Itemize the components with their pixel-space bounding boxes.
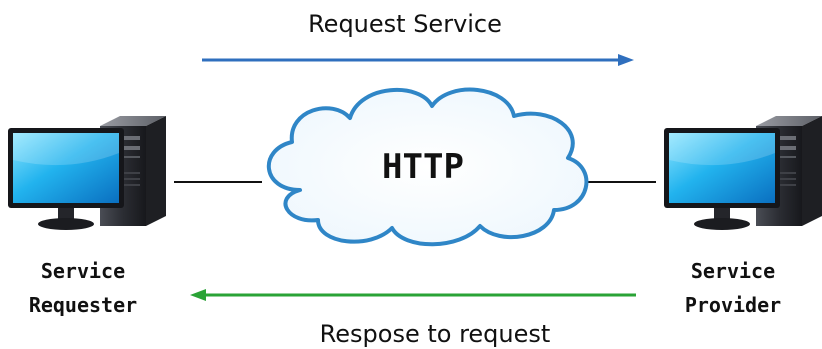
request-service-label: Request Service: [308, 10, 502, 38]
requester-computer-icon: [8, 116, 166, 230]
http-label: HTTP: [382, 147, 464, 187]
request-arrow: [202, 54, 634, 66]
http-cloud: HTTP: [266, 87, 589, 247]
response-label: Respose to request: [320, 320, 551, 348]
requester-label-line2: Requester: [29, 293, 137, 317]
response-arrow: [190, 289, 636, 301]
provider-label-line2: Provider: [685, 293, 781, 317]
provider-computer-icon: [664, 116, 822, 230]
requester-label-line1: Service: [41, 259, 125, 283]
provider-label-line1: Service: [691, 259, 775, 283]
